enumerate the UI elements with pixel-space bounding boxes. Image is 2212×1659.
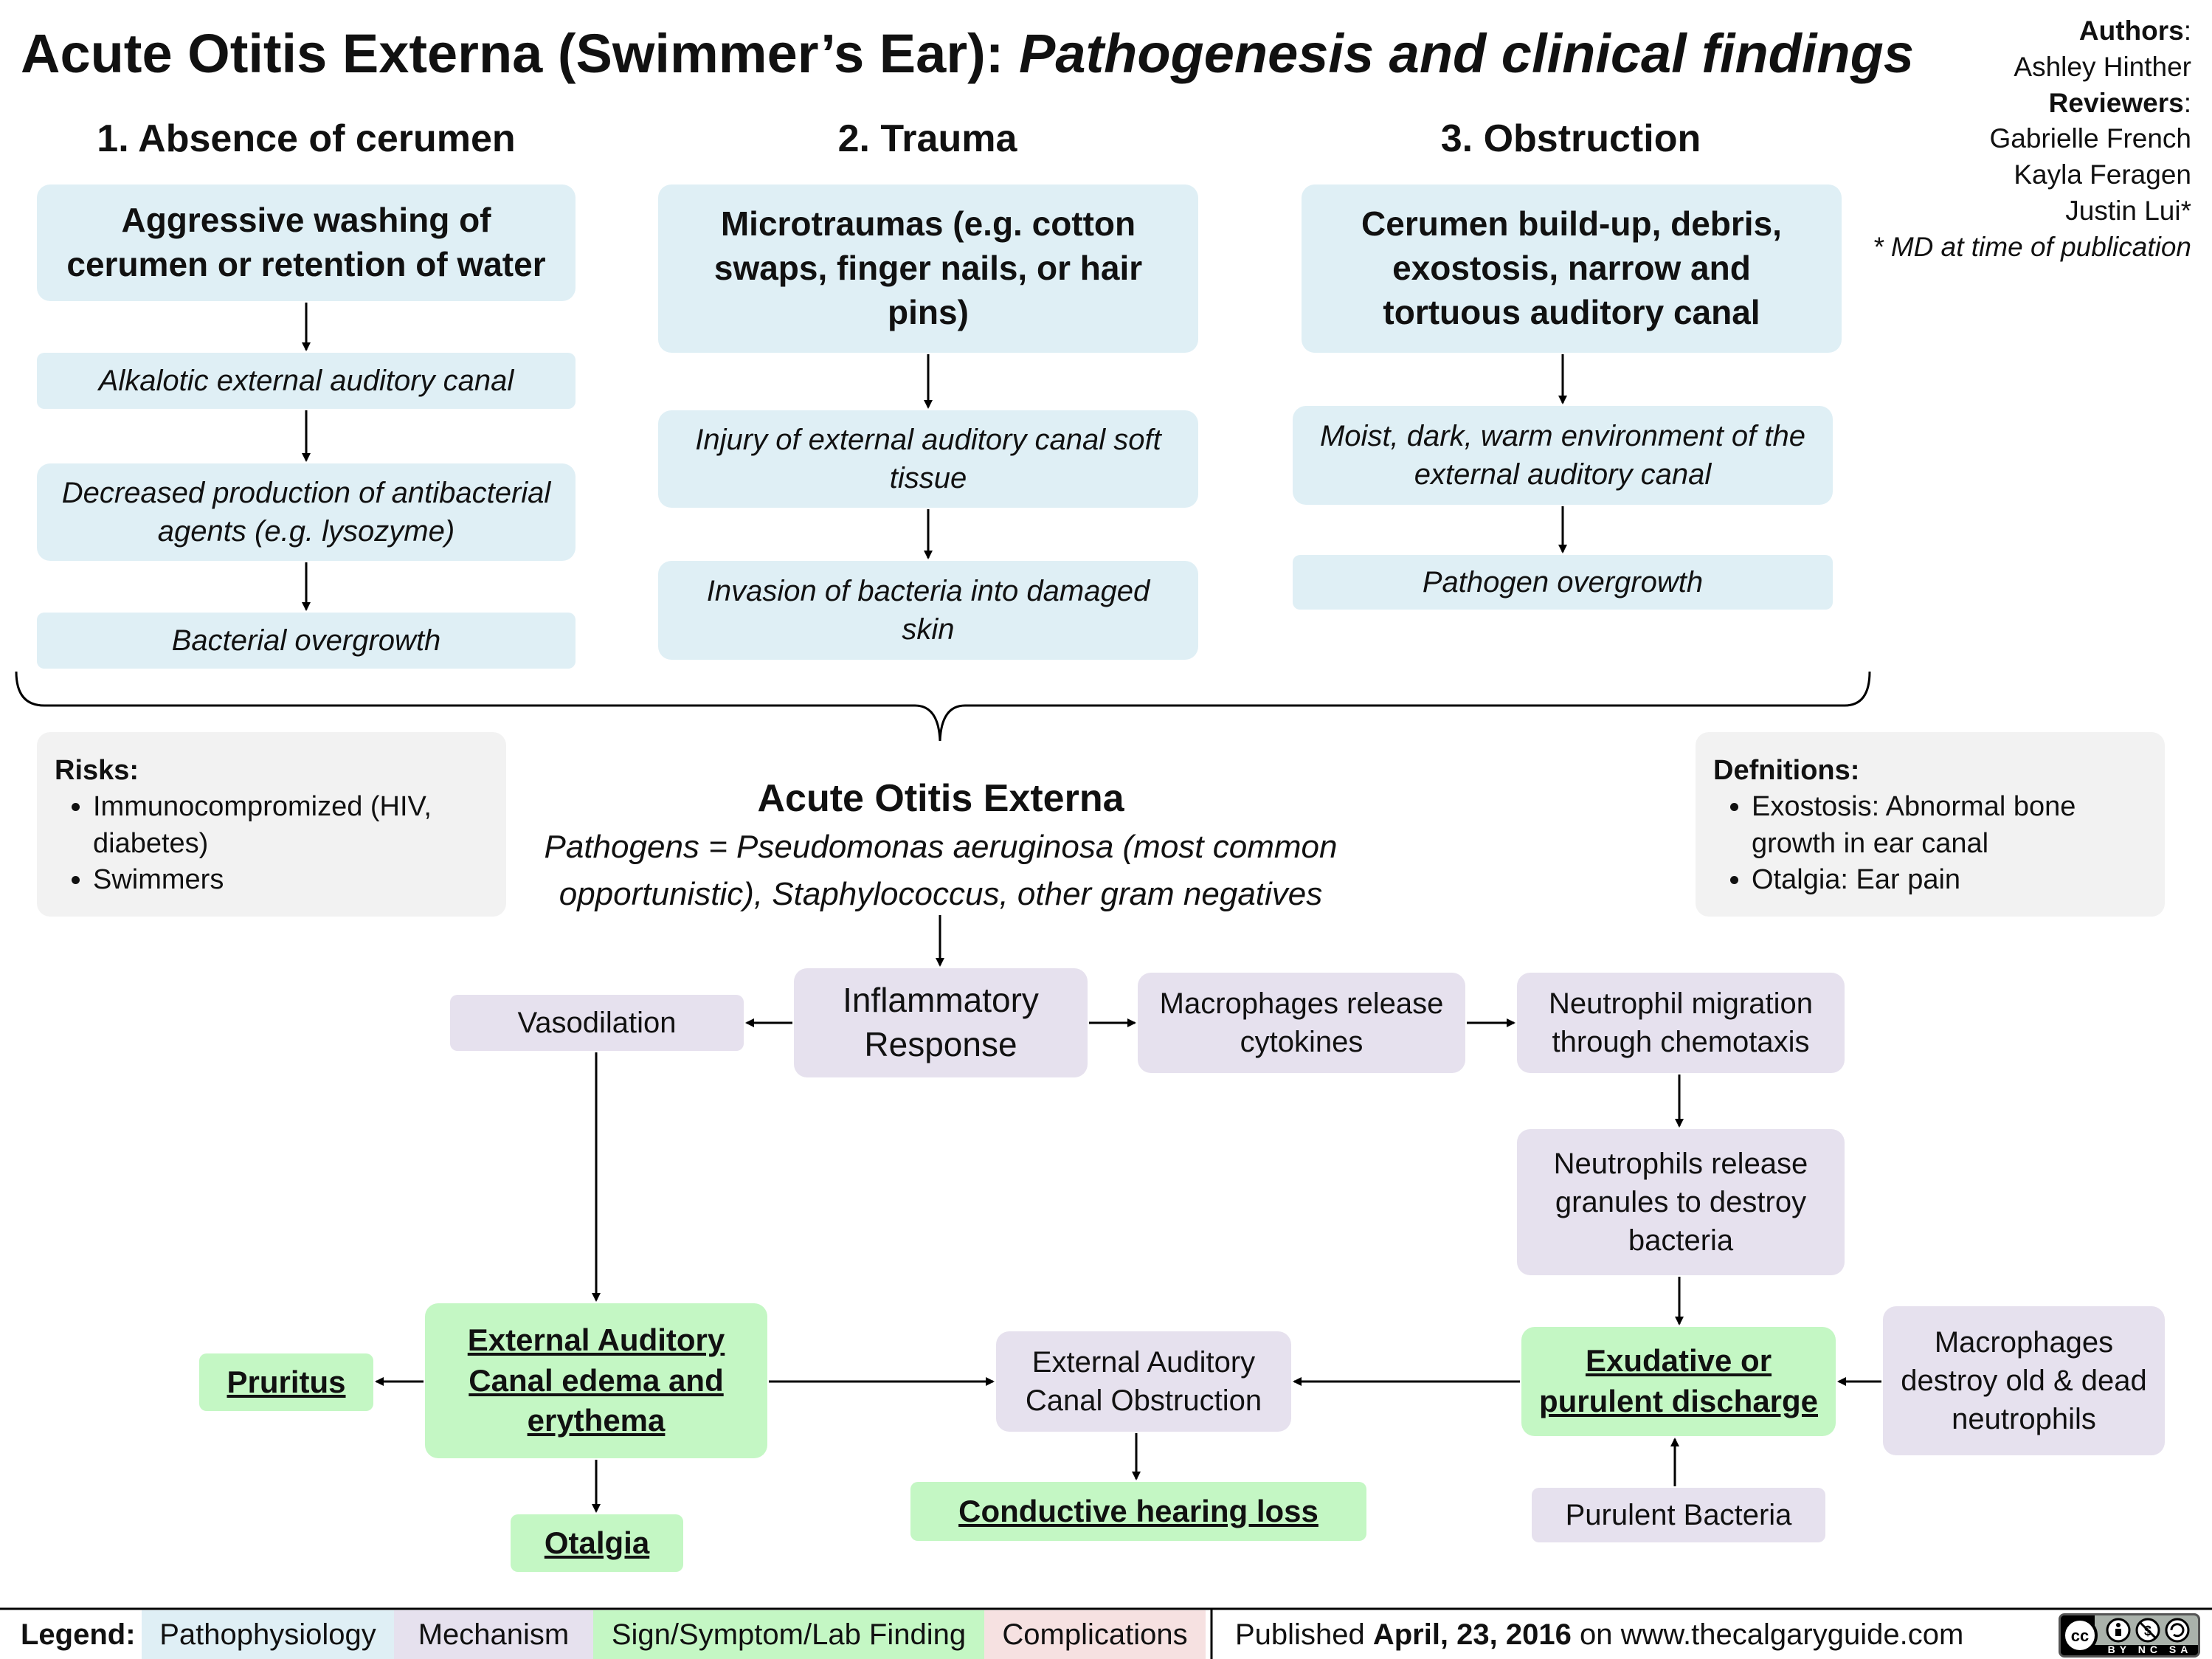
inflammatory-response: Inflammatory Response — [794, 968, 1088, 1077]
authors-label: Authors — [2078, 15, 2184, 46]
risks-label: Risks: — [55, 755, 139, 786]
reviewer-name: Justin Lui* — [2065, 196, 2191, 227]
reviewers-label: Reviewers — [2048, 87, 2184, 118]
canal-obstruction: External Auditory Canal Obstruction — [996, 1331, 1291, 1432]
legend-complications: Complications — [984, 1610, 1206, 1659]
finding-edema-erythema: External Auditory Canal edema and erythe… — [425, 1303, 767, 1458]
page-title: Acute Otitis Externa (Swimmer’s Ear): Pa… — [21, 22, 1914, 85]
reviewer-name: Gabrielle French — [1989, 123, 2191, 154]
neutrophil-migration: Neutrophil migration through chemotaxis — [1517, 973, 1845, 1073]
heading-absence: 1. Absence of cerumen — [97, 117, 516, 160]
definition-item: Exostosis: Abnormal bone growth in ear c… — [1752, 789, 2147, 862]
credits: Authors: Ashley Hinther Reviewers: Gabri… — [1873, 13, 2191, 266]
macrophages-destroy-neutrophils: Macrophages destroy old & dead neutrophi… — [1883, 1306, 2165, 1455]
finding-hearing-loss: Conductive hearing loss — [910, 1482, 1366, 1541]
title-main: Acute Otitis Externa (Swimmer’s Ear): — [21, 23, 1004, 84]
credits-note: * MD at time of publication — [1873, 231, 2191, 262]
macrophages-release-cytokines: Macrophages release cytokines — [1138, 973, 1465, 1073]
published-prefix: Published — [1235, 1618, 1365, 1651]
legend-mechanism: Mechanism — [394, 1610, 593, 1659]
svg-text:cc: cc — [2071, 1627, 2089, 1645]
finding-discharge: Exudative or purulent discharge — [1521, 1327, 1836, 1436]
definition-item: Otalgia: Ear pain — [1752, 862, 2147, 898]
author-name: Ashley Hinther — [2014, 51, 2191, 82]
cause-obstruction: Cerumen build-up, debris, exostosis, nar… — [1302, 184, 1842, 353]
legend-label: Legend: — [21, 1618, 136, 1651]
heading-trauma: 2. Trauma — [837, 117, 1017, 160]
step-invasion: Invasion of bacteria into damaged skin — [658, 561, 1198, 660]
step-decreased-production: Decreased production of antibacterial ag… — [37, 463, 576, 561]
title-sub: Pathogenesis and clinical findings — [1018, 23, 1914, 84]
disease-title: Acute Otitis Externa — [757, 777, 1124, 820]
grouping-brace — [15, 671, 1871, 742]
vasodilation: Vasodilation — [450, 995, 744, 1051]
published-suffix: on www.thecalgaryguide.com — [1579, 1618, 1964, 1651]
risks-panel: Risks: Immunocompromized (HIV, diabetes)… — [37, 732, 506, 917]
step-injury: Injury of external auditory canal soft t… — [658, 410, 1198, 508]
risk-item: Swimmers — [93, 862, 488, 898]
step-pathogen-overgrowth: Pathogen overgrowth — [1293, 555, 1833, 610]
cc-by-nc-sa-icon[interactable]: cc $ BY NC SA — [2059, 1613, 2200, 1658]
reviewer-name: Kayla Feragen — [2014, 159, 2191, 190]
legend-pathophysiology: Pathophysiology — [142, 1610, 394, 1659]
step-bacterial-overgrowth: Bacterial overgrowth — [37, 613, 576, 669]
published-date: April, 23, 2016 — [1372, 1618, 1572, 1651]
finding-pruritus: Pruritus — [199, 1353, 373, 1411]
purulent-bacteria: Purulent Bacteria — [1532, 1488, 1825, 1542]
step-alkalotic: Alkalotic external auditory canal — [37, 353, 576, 409]
finding-otalgia: Otalgia — [511, 1514, 683, 1572]
cause-trauma: Microtraumas (e.g. cotton swaps, finger … — [658, 184, 1198, 353]
definitions-label: Defnitions: — [1713, 755, 1860, 786]
pathogens-text: Pathogens = Pseudomonas aeruginosa (most… — [544, 829, 1338, 912]
risk-item: Immunocompromized (HIV, diabetes) — [93, 789, 488, 862]
heading-obstruction: 3. Obstruction — [1440, 117, 1701, 160]
cause-absence: Aggressive washing of cerumen or retenti… — [37, 184, 576, 301]
step-moist-environment: Moist, dark, warm environment of the ext… — [1293, 406, 1833, 505]
neutrophils-release-granules: Neutrophils release granules to destroy … — [1517, 1129, 1845, 1275]
published-line: Published April, 23, 2016 on www.thecalg… — [1222, 1610, 2004, 1659]
definitions-panel: Defnitions: Exostosis: Abnormal bone gro… — [1696, 732, 2165, 917]
cc-license-icon: cc $ — [2061, 1615, 2198, 1655]
legend-sign-symptom: Sign/Symptom/Lab Finding — [593, 1610, 984, 1659]
cc-license-text: BY NC SA — [2107, 1644, 2193, 1655]
